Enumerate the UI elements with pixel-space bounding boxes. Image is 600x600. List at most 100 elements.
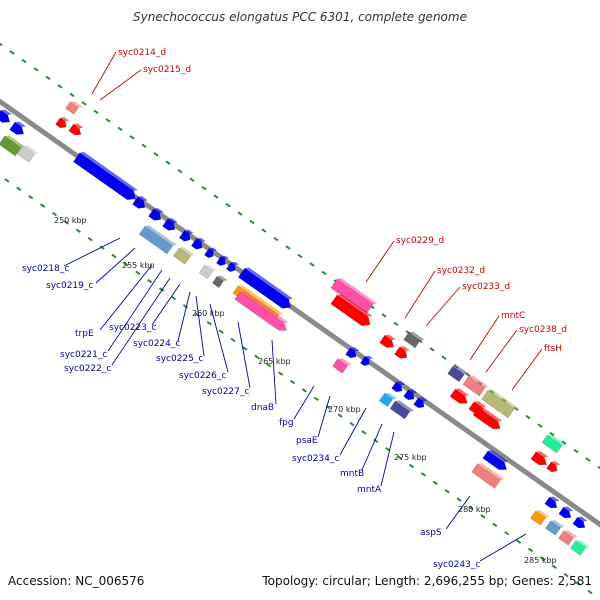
accession-label: Accession: NC_006576 <box>8 574 145 588</box>
gene-block <box>178 229 194 242</box>
tick-mark <box>57 84 63 89</box>
tick-mark <box>33 67 39 72</box>
tick-mark <box>141 143 147 148</box>
tick-mark <box>16 186 22 192</box>
leader-line <box>361 423 383 471</box>
gene-label: syc0224_c <box>133 339 180 349</box>
gene-block <box>234 291 289 331</box>
leader-line <box>99 264 153 331</box>
gene-block <box>394 346 410 359</box>
leader-line <box>380 431 395 487</box>
tick-mark <box>278 371 284 376</box>
tick-mark <box>408 463 415 469</box>
gene-label: syc0219_c <box>46 281 93 291</box>
gene-block <box>403 331 425 349</box>
leader-line <box>425 286 461 327</box>
leader-line <box>151 283 181 326</box>
tick-mark <box>218 329 224 334</box>
tick-mark <box>504 530 510 536</box>
gene-block <box>546 461 561 473</box>
leader-line <box>177 291 191 342</box>
leader-line <box>63 237 121 267</box>
tick-mark <box>153 152 159 157</box>
gene-block <box>472 406 503 430</box>
tick-mark <box>182 304 188 309</box>
tick-mark <box>51 211 58 217</box>
gene-block <box>379 334 396 348</box>
tick-mark <box>4 178 10 183</box>
tick-mark <box>170 295 177 301</box>
gene-block <box>65 101 83 115</box>
tick-mark <box>297 253 303 259</box>
tick-mark <box>420 472 426 477</box>
leader-line <box>339 407 367 456</box>
gene-label: syc0226_c <box>179 371 226 381</box>
tick-mark <box>45 75 51 81</box>
leader-line <box>271 339 277 405</box>
gene-label: mntC <box>501 311 525 321</box>
gene-block <box>530 450 549 466</box>
leader-line <box>107 269 163 352</box>
tick-mark <box>373 438 379 444</box>
gene-block <box>0 135 26 157</box>
kbp-label: 265 kbp <box>258 357 291 366</box>
tick-mark <box>289 379 296 385</box>
gene-block <box>544 496 560 509</box>
leader-line <box>485 329 518 373</box>
tick-mark <box>441 355 447 360</box>
leader-line <box>95 247 136 284</box>
tick-mark <box>444 488 450 494</box>
gene-block <box>572 516 588 529</box>
gene-label: syc0223_c <box>109 323 156 333</box>
gene-label: syc0238_d <box>519 325 567 335</box>
tick-mark <box>321 270 327 276</box>
gene-block <box>16 145 39 163</box>
gene-block <box>413 397 428 409</box>
tick-mark <box>266 362 272 368</box>
gene-label: syc0229_d <box>396 236 444 246</box>
gene-label: dnaB <box>251 403 274 413</box>
tick-mark <box>165 160 171 165</box>
leader-line <box>209 303 229 373</box>
gene-block <box>360 355 374 367</box>
gene-block <box>216 255 230 267</box>
gene-block <box>226 261 240 273</box>
tick-mark <box>87 236 93 242</box>
gene-label: mntB <box>340 469 364 479</box>
gene-label: syc0243_c <box>433 560 480 570</box>
gene-block <box>204 247 218 259</box>
tick-mark <box>254 354 260 360</box>
tick-mark <box>117 126 123 132</box>
gene-label: syc0221_c <box>60 350 107 360</box>
gene-label: syc0227_c <box>202 387 249 397</box>
tick-mark <box>381 313 387 318</box>
gene-label: syc0225_c <box>156 354 203 364</box>
tick-mark <box>492 522 498 528</box>
tick-mark <box>537 423 543 428</box>
tick-mark <box>147 278 153 284</box>
tick-mark <box>393 321 399 327</box>
tick-mark <box>397 455 403 460</box>
tick-mark <box>99 245 105 250</box>
gene-block <box>138 225 177 255</box>
tick-mark <box>597 465 600 470</box>
gene-label: syc0233_d <box>462 282 510 292</box>
gene-block <box>545 520 565 536</box>
tick-mark <box>525 414 531 420</box>
gene-block <box>389 400 415 420</box>
gene-block <box>72 152 138 201</box>
gene-track <box>0 101 590 556</box>
leader-line <box>293 385 315 420</box>
tick-mark <box>273 236 279 242</box>
kbp-label: 270 kbp <box>328 405 361 414</box>
leader-line <box>111 277 171 366</box>
tick-mark <box>69 92 75 98</box>
gene-block <box>403 389 418 401</box>
gene-block <box>132 196 148 209</box>
tick-mark <box>561 440 567 445</box>
gene-label: syc0232_d <box>437 266 485 276</box>
kbp-label: 250 kbp <box>54 216 87 225</box>
tick-mark <box>75 228 81 234</box>
tick-mark <box>429 347 435 352</box>
